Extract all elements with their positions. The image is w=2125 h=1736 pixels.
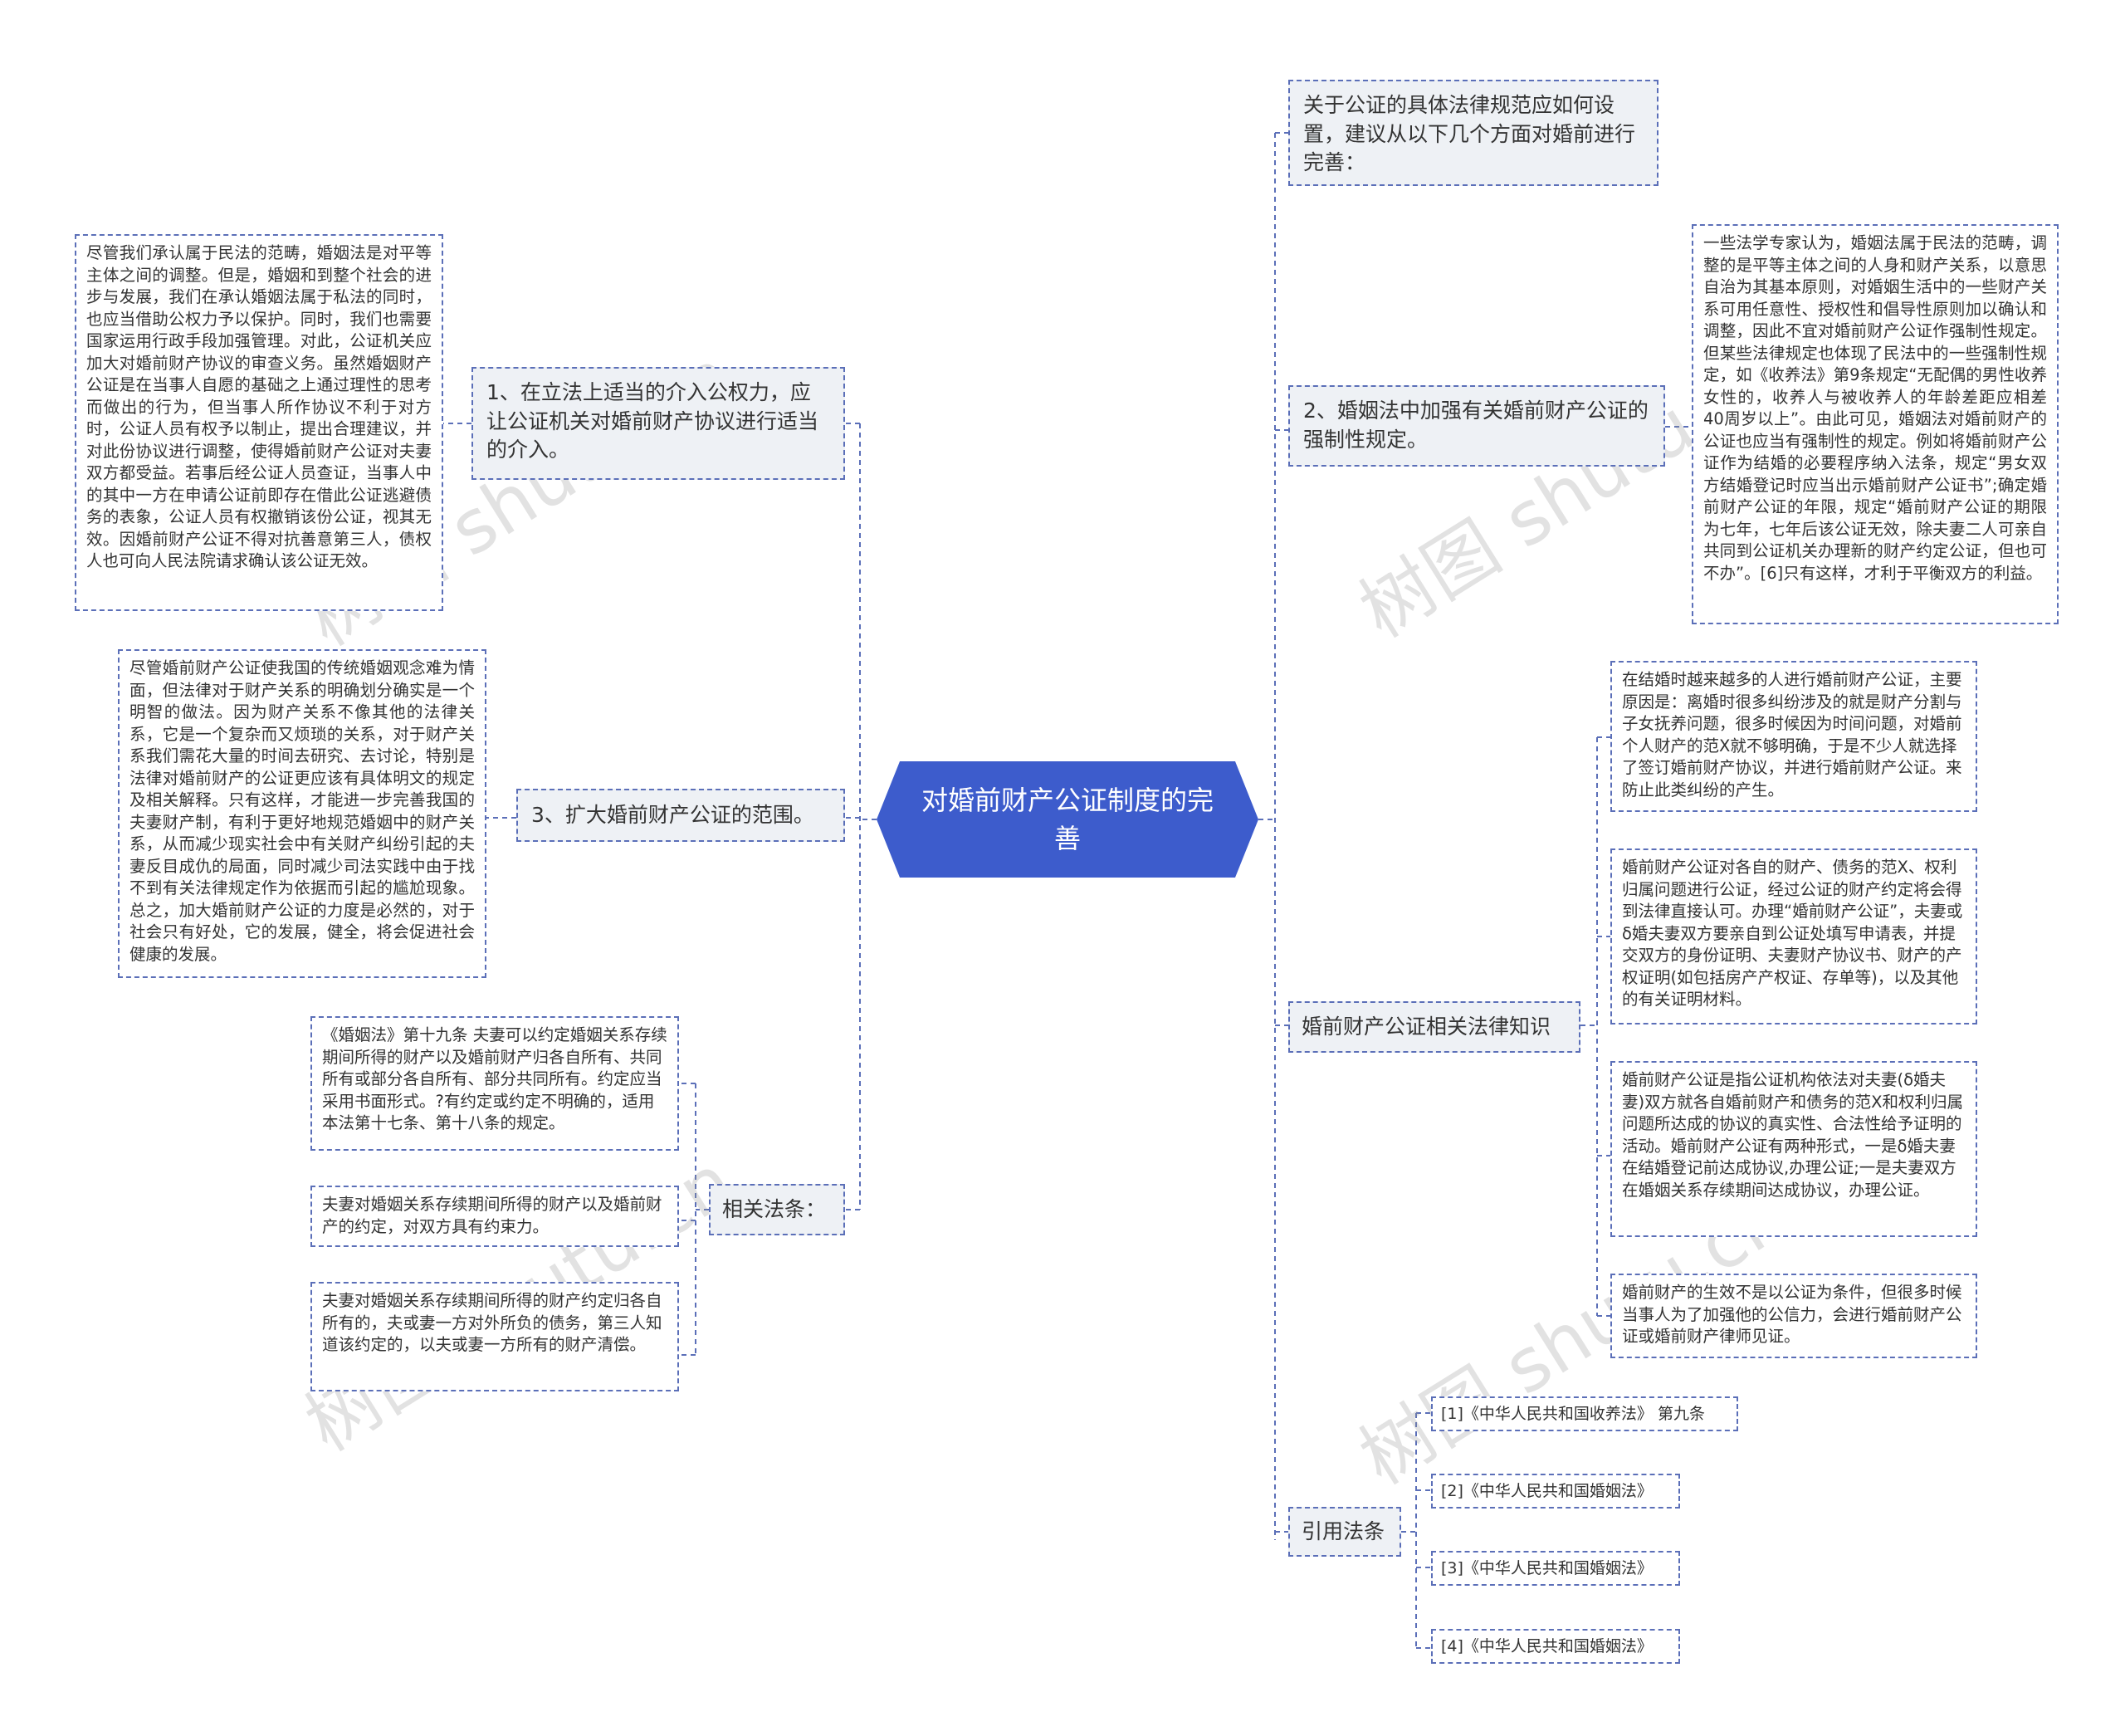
branch-3-node[interactable]: 3、扩大婚前财产公证的范围。 xyxy=(516,789,845,842)
citation-item-3[interactable]: [3]《中华人民共和国婚姻法》 xyxy=(1431,1551,1680,1586)
knowledge-item-2-text: 婚前财产公证对各自的财产、债务的范X、权利归属问题进行公证，经过公证的财产约定将… xyxy=(1622,858,1963,1010)
branch-1-detail-text: 尽管我们承认属于民法的范畴，婚姻法是对平等主体之间的调整。但是，婚姻和到整个社会… xyxy=(86,243,432,571)
knowledge-label: 婚前财产公证相关法律知识 xyxy=(1302,1015,1551,1039)
knowledge-node[interactable]: 婚前财产公证相关法律知识 xyxy=(1288,1001,1580,1053)
citation-item-4[interactable]: [4]《中华人民共和国婚姻法》 xyxy=(1431,1629,1680,1664)
intro-node[interactable]: 关于公证的具体法律规范应如何设置，建议从以下几个方面对婚前进行完善： xyxy=(1288,80,1658,186)
branch-1-label: 1、在立法上适当的介入公权力，应让公证机关对婚前财产协议进行适当的介入。 xyxy=(486,380,819,462)
knowledge-item-3[interactable]: 婚前财产公证是指公证机构依法对夫妻(δ婚夫妻)双方就各自婚前财产和债务的范X和权… xyxy=(1610,1061,1977,1237)
branch-3-label: 3、扩大婚前财产公证的范围。 xyxy=(531,803,814,827)
law-item-1-text: 《婚姻法》第十九条 夫妻可以约定婚姻关系存续期间所得的财产以及婚前财产归各自所有… xyxy=(322,1025,667,1133)
citation-item-2[interactable]: [2]《中华人民共和国婚姻法》 xyxy=(1431,1474,1680,1509)
branch-2-node[interactable]: 2、婚姻法中加强有关婚前财产公证的强制性规定。 xyxy=(1288,385,1665,467)
citation-item-1-text: [1]《中华人民共和国收养法》 第九条 xyxy=(1441,1405,1705,1423)
law-item-3-text: 夫妻对婚姻关系存续期间所得的财产约定归各自所有的，夫或妻一方对外所负的债务，第三… xyxy=(322,1291,662,1355)
branch-3-detail[interactable]: 尽管婚前财产公证使我国的传统婚姻观念难为情面，但法律对于财产关系的明确划分确实是… xyxy=(118,649,486,978)
branch-1-node[interactable]: 1、在立法上适当的介入公权力，应让公证机关对婚前财产协议进行适当的介入。 xyxy=(471,367,845,480)
root-title: 对婚前财产公证制度的完善 xyxy=(921,784,1214,854)
branch-1-detail[interactable]: 尽管我们承认属于民法的范畴，婚姻法是对平等主体之间的调整。但是，婚姻和到整个社会… xyxy=(75,234,443,611)
knowledge-item-1-text: 在结婚时越来越多的人进行婚前财产公证，主要原因是：离婚时很多纠纷涉及的就是财产分… xyxy=(1622,670,1962,800)
knowledge-item-4-text: 婚前财产的生效不是以公证为条件，但很多时候当事人为了加强他的公信力，会进行婚前财… xyxy=(1622,1283,1962,1347)
branch-2-detail-text: 一些法学专家认为，婚姻法属于民法的范畴，调整的是平等主体之间的人身和财产关系，以… xyxy=(1703,233,2047,583)
law-item-3[interactable]: 夫妻对婚姻关系存续期间所得的财产约定归各自所有的，夫或妻一方对外所负的债务，第三… xyxy=(310,1282,679,1391)
citation-item-1[interactable]: [1]《中华人民共和国收养法》 第九条 xyxy=(1431,1396,1738,1431)
knowledge-item-4[interactable]: 婚前财产的生效不是以公证为条件，但很多时候当事人为了加强他的公信力，会进行婚前财… xyxy=(1610,1274,1977,1358)
citations-label: 引用法条 xyxy=(1302,1519,1385,1543)
laws-label: 相关法条： xyxy=(722,1197,827,1221)
knowledge-item-3-text: 婚前财产公证是指公证机构依法对夫妻(δ婚夫妻)双方就各自婚前财产和债务的范X和权… xyxy=(1622,1070,1963,1200)
citation-item-3-text: [3]《中华人民共和国婚姻法》 xyxy=(1441,1559,1653,1577)
knowledge-item-2[interactable]: 婚前财产公证对各自的财产、债务的范X、权利归属问题进行公证，经过公证的财产约定将… xyxy=(1610,848,1977,1024)
citation-item-2-text: [2]《中华人民共和国婚姻法》 xyxy=(1441,1482,1653,1500)
knowledge-item-1[interactable]: 在结婚时越来越多的人进行婚前财产公证，主要原因是：离婚时很多纠纷涉及的就是财产分… xyxy=(1610,661,1977,812)
citation-item-4-text: [4]《中华人民共和国婚姻法》 xyxy=(1441,1637,1653,1655)
citations-node[interactable]: 引用法条 xyxy=(1288,1507,1401,1557)
laws-node[interactable]: 相关法条： xyxy=(709,1184,845,1235)
branch-3-detail-text: 尽管婚前财产公证使我国的传统婚姻观念难为情面，但法律对于财产关系的明确划分确实是… xyxy=(129,658,475,964)
root-node[interactable]: 对婚前财产公证制度的完善 xyxy=(877,761,1258,878)
law-item-2-text: 夫妻对婚姻关系存续期间所得的财产以及婚前财产的约定，对双方具有约束力。 xyxy=(322,1195,662,1236)
law-item-2[interactable]: 夫妻对婚姻关系存续期间所得的财产以及婚前财产的约定，对双方具有约束力。 xyxy=(310,1186,679,1247)
law-item-1[interactable]: 《婚姻法》第十九条 夫妻可以约定婚姻关系存续期间所得的财产以及婚前财产归各自所有… xyxy=(310,1016,679,1151)
branch-2-label: 2、婚姻法中加强有关婚前财产公证的强制性规定。 xyxy=(1303,399,1649,452)
branch-2-detail[interactable]: 一些法学专家认为，婚姻法属于民法的范畴，调整的是平等主体之间的人身和财产关系，以… xyxy=(1692,224,2059,624)
intro-text: 关于公证的具体法律规范应如何设置，建议从以下几个方面对婚前进行完善： xyxy=(1303,93,1636,174)
